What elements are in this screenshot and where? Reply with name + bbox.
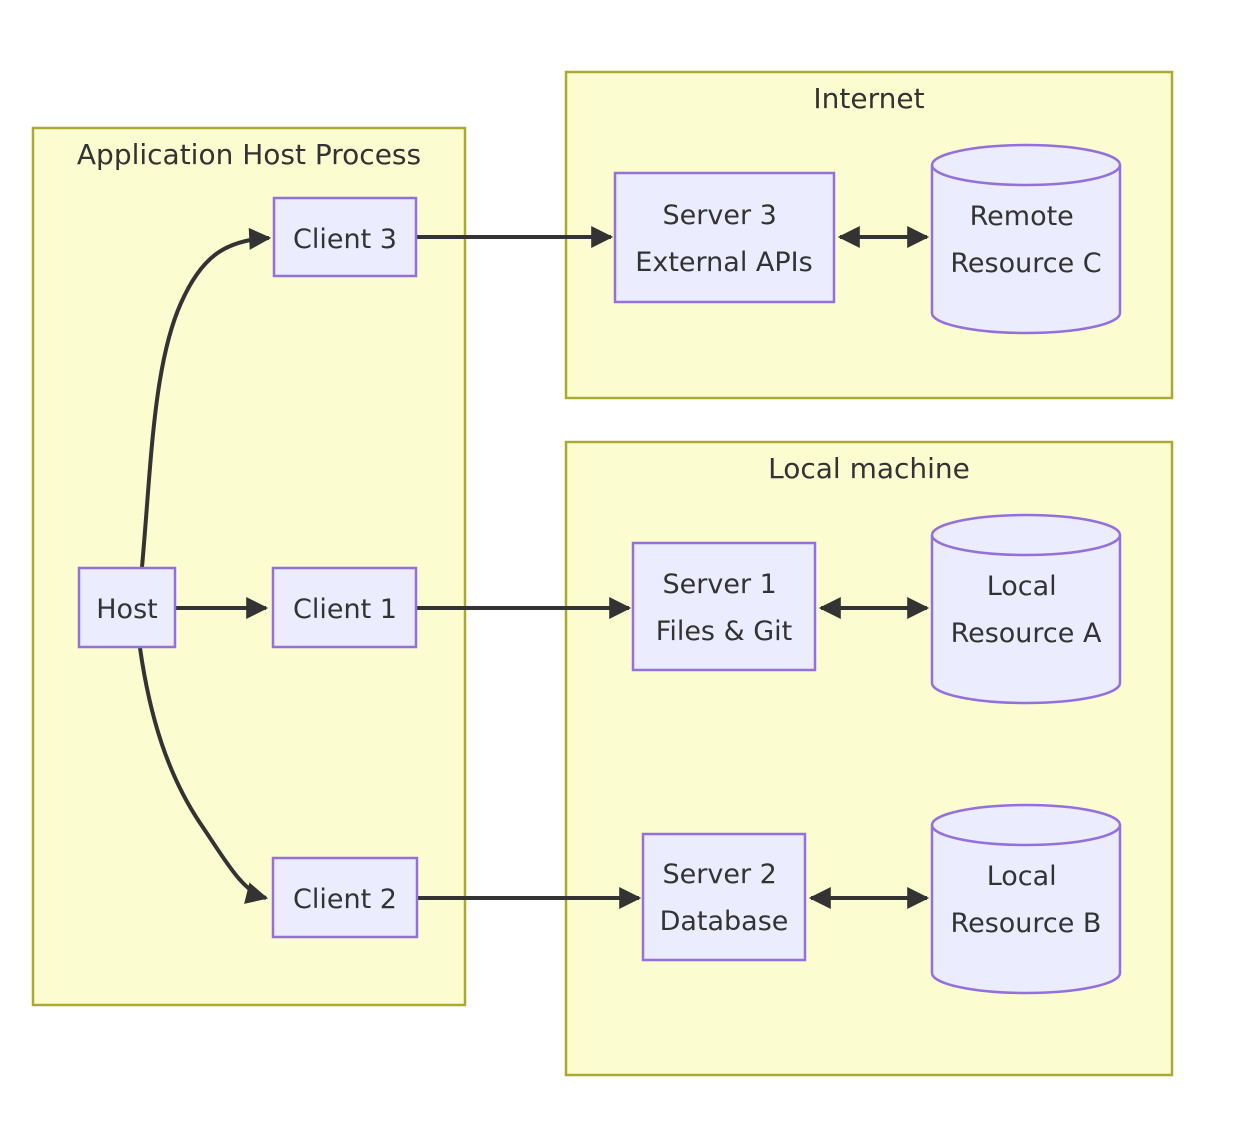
node-server3-label: Server 3 External APIs (635, 200, 812, 278)
node-client3-box (272, 196, 418, 278)
cylinder-remote-resource-c-rim (930, 164, 1122, 187)
cylinder-local-resource-b-rim (930, 824, 1122, 847)
node-local-resource-a: Local Resource A (930, 513, 1122, 705)
cluster-internet-label: Internet (813, 82, 924, 115)
node-client2: Client 2 (271, 856, 419, 939)
node-client2-label: Client 2 (293, 884, 397, 915)
node-local-resource-b: Local Resource B (930, 803, 1122, 995)
node-client1: Client 1 (271, 566, 418, 649)
node-server3-box (613, 171, 836, 304)
edge-host-to-client3 (140, 227, 272, 568)
node-client3-label: Client 3 (293, 224, 397, 255)
node-host-box (77, 566, 177, 649)
cluster-application-host-process-label: Application Host Process (77, 138, 421, 171)
cylinder-local-resource-a-rim (930, 534, 1122, 557)
cylinder-local-resource-a (930, 513, 1122, 705)
node-server2: Server 2 Database (641, 832, 807, 962)
node-remote-resource-c-label: Remote Resource C (950, 201, 1101, 279)
cluster-local-machine-label: Local machine (768, 452, 970, 485)
node-host: Host (77, 566, 177, 649)
node-server1: Server 1 Files & Git (631, 541, 817, 672)
node-server1-box (631, 541, 817, 672)
edge-host-to-client2 (138, 647, 269, 904)
node-client1-box (271, 566, 418, 649)
node-client1-label: Client 1 (293, 594, 397, 625)
node-server2-label: Server 2 Database (660, 859, 789, 937)
cylinder-local-resource-b (930, 803, 1122, 995)
node-client3: Client 3 (272, 196, 418, 278)
node-server1-label: Server 1 Files & Git (656, 569, 792, 647)
node-host-label: Host (96, 594, 157, 625)
node-server3: Server 3 External APIs (613, 171, 836, 304)
node-remote-resource-c: Remote Resource C (930, 143, 1122, 335)
cylinder-remote-resource-c (930, 143, 1122, 335)
node-local-resource-a-label: Local Resource A (951, 571, 1102, 649)
node-client2-box (271, 856, 419, 939)
node-server2-box (641, 832, 807, 962)
node-local-resource-b-label: Local Resource B (951, 861, 1102, 939)
